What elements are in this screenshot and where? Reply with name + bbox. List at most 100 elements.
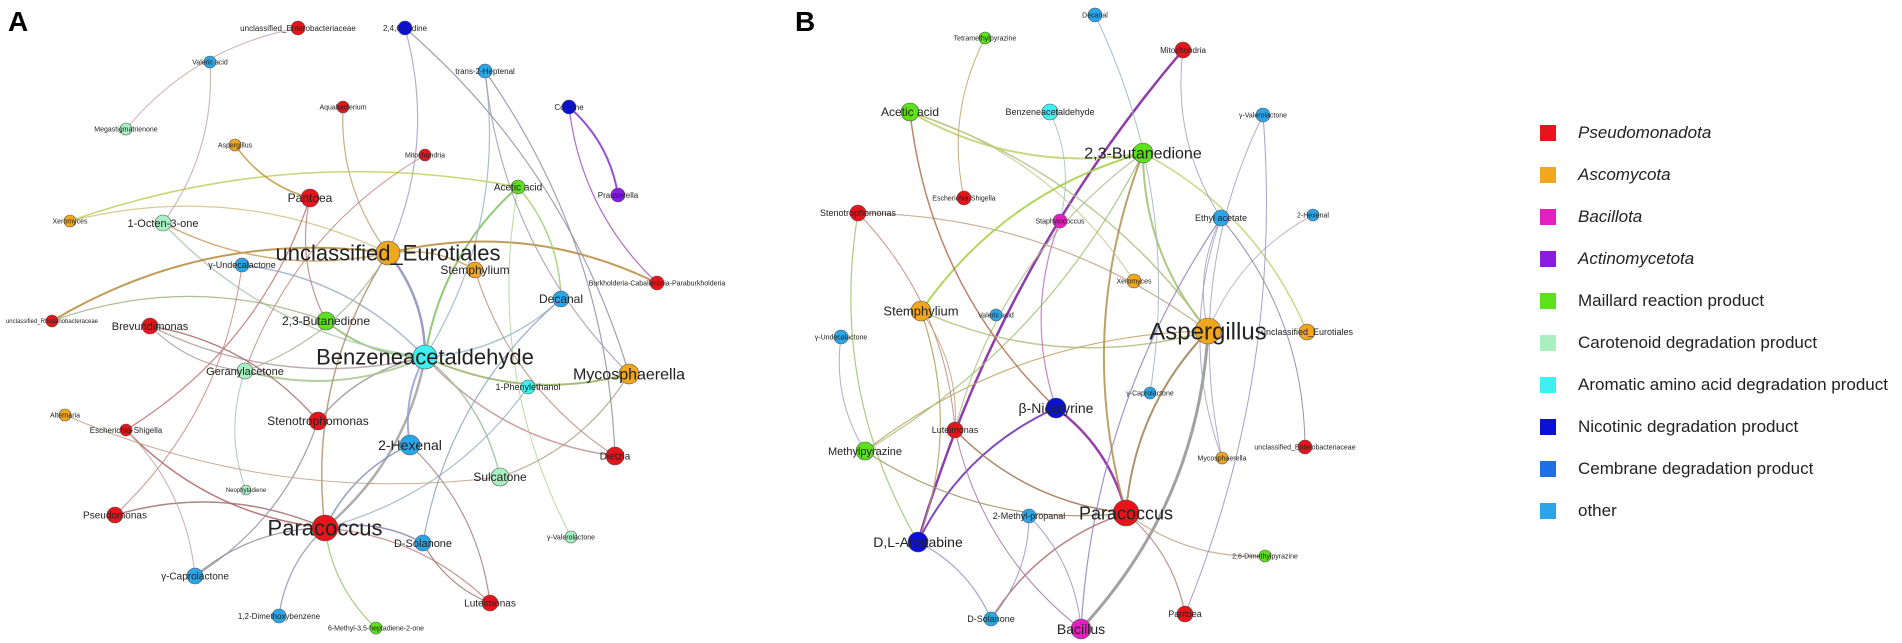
edge-aceticA-decanal <box>517 186 562 300</box>
edge-undecB-methylpyr <box>838 336 866 452</box>
edge-anatabine-solanoneB <box>917 541 992 620</box>
node-butanB <box>1132 142 1154 164</box>
node-mycoB <box>1215 451 1229 465</box>
node-dodecanal <box>1087 7 1103 23</box>
edge-pantoeaA-aspergA <box>234 144 311 199</box>
edge-benzA-brevund <box>149 325 426 370</box>
node-label-heptenal: trans-2-Heptenal <box>455 67 515 76</box>
node-eurotB <box>1298 323 1316 341</box>
node-label-methprop: 2-Methyl-propanal <box>993 511 1066 521</box>
edge-ethylacet-bacillus <box>1080 217 1222 630</box>
node-label-mycoA: Mycosphaerella <box>573 367 685 384</box>
node-label-dimethbenz: 1,2-Dimethoxybenzene <box>238 612 321 621</box>
node-label-xeromycesB: Xeromyces <box>1116 278 1152 285</box>
node-phenyleth <box>520 379 536 395</box>
node-label-mitoA: Mitochondria <box>405 152 445 159</box>
node-solanoneA <box>414 534 432 552</box>
edge-aspergB-bacillus <box>1079 330 1210 631</box>
legend-label: Ascomycota <box>1578 165 1671 184</box>
node-label-stenoB: Stenotrophomonas <box>820 208 897 218</box>
node-label-anatabine: D,L-Anatabine <box>873 534 963 550</box>
node-label-paracA: Paracoccus <box>268 516 383 541</box>
node-valeric <box>203 55 217 69</box>
node-label-caprolA: γ-Caprolactone <box>161 572 229 583</box>
edge-brevund-geranyl <box>149 325 246 372</box>
edge-stenoA-caprolA <box>194 420 319 577</box>
edge-butanB-aceticB <box>909 111 1144 160</box>
node-label-unclenB: unclassified_Enterobacteriaceae <box>1254 444 1355 451</box>
node-xeromycesA <box>63 214 77 228</box>
node-label-escherA: Escherichia-Shigella <box>90 426 163 435</box>
legend-item: Maillard reaction product <box>1540 280 1900 322</box>
panel-label-a: A <box>8 6 29 37</box>
node-heptenal <box>477 63 493 79</box>
node-label-benzA: Benzeneacetaldehyde <box>316 345 534 370</box>
node-label-aspergB: Aspergillus <box>1149 318 1266 345</box>
node-pantoeaA <box>300 188 320 208</box>
edge-aspergB-methylpyr <box>864 330 1209 452</box>
node-geranyl <box>236 362 254 380</box>
edge-dietzia-stemphA <box>474 269 616 457</box>
edge-valerolB-pantoeaB <box>1184 114 1267 615</box>
edge-bacillus-methprop <box>1028 515 1082 630</box>
edge-pantoeaA-escherA <box>125 197 311 431</box>
legend-swatch <box>1540 251 1556 267</box>
node-label-dietzia: Dietzia <box>600 452 631 463</box>
node-aspergB <box>1194 317 1222 345</box>
node-aspergA <box>228 138 242 152</box>
node-label-butanA: 2,3-Butanedione <box>282 314 370 328</box>
node-label-eubact: unclassified_Enterobacteriaceae <box>240 24 356 33</box>
edge-paracA-methylhept <box>324 527 377 629</box>
node-label-xeromycesA: Xeromyces <box>52 218 88 225</box>
node-label-valericB: Valeric acid <box>978 312 1014 319</box>
legend-item: Pseudomonadota <box>1540 112 1900 154</box>
edge-butanB-luteimB <box>954 152 1144 431</box>
node-label-undecA: γ-Undecalactone <box>208 260 276 270</box>
node-label-cotinine: Cotinine <box>554 103 584 112</box>
edge-paracA-hexenalA <box>324 444 411 529</box>
node-neophyt <box>240 484 252 496</box>
node-label-stenoA: Stenotrophomonas <box>267 414 368 428</box>
edge-eurotA-burk <box>387 240 658 284</box>
node-ethylacet <box>1212 209 1230 227</box>
node-decanal <box>552 290 570 308</box>
edge-paracA-caprolA <box>194 527 326 577</box>
node-prauser <box>610 187 626 203</box>
node-methprop <box>1021 508 1037 524</box>
node-label-methylpyr: Methylpyrazine <box>828 446 902 458</box>
node-burk <box>649 275 665 291</box>
legend-item: Actinomycetota <box>1540 238 1900 280</box>
edge-butanA-unclrhod <box>51 295 327 322</box>
node-mycoA <box>618 363 640 385</box>
edge-butanB-eurotB <box>1142 152 1308 333</box>
legend-swatch <box>1540 461 1556 477</box>
node-label-octenone: 1-Octen-3-one <box>128 218 199 230</box>
edge-benzA-dietzia <box>424 356 616 457</box>
edge-dodecanal-caprolB <box>1094 14 1160 394</box>
edge-staph-nicotyrine <box>1040 220 1061 409</box>
node-dimpyr <box>397 20 413 36</box>
legend-label: Maillard reaction product <box>1578 291 1765 310</box>
node-aceticB <box>900 102 920 122</box>
node-stemphB <box>910 300 932 322</box>
node-anatabine <box>907 531 929 553</box>
edge-benzA-octenone <box>162 222 426 358</box>
node-label-luteimB: Luteimonas <box>932 425 979 435</box>
edge-mitoA-geranyl <box>244 154 426 372</box>
edge-eurotA-aquabact <box>342 106 389 254</box>
edge-stemphB-anatabine <box>917 310 941 543</box>
legend-item: Ascomycota <box>1540 154 1900 196</box>
node-stemphA <box>466 261 484 279</box>
edge-stenoB-anatabine <box>850 212 919 543</box>
node-label-neophyt: Neophytadiene <box>226 488 267 494</box>
node-caprolB <box>1143 386 1157 400</box>
edge-benzA-geranyl <box>244 356 426 382</box>
node-undecB <box>833 329 849 345</box>
node-stenoB <box>849 204 867 222</box>
legend-item: Carotenoid degradation product <box>1540 322 1900 364</box>
edge-hexenalA-luteimA <box>409 444 491 604</box>
edge-aspergB-hexenalB <box>1207 214 1314 332</box>
